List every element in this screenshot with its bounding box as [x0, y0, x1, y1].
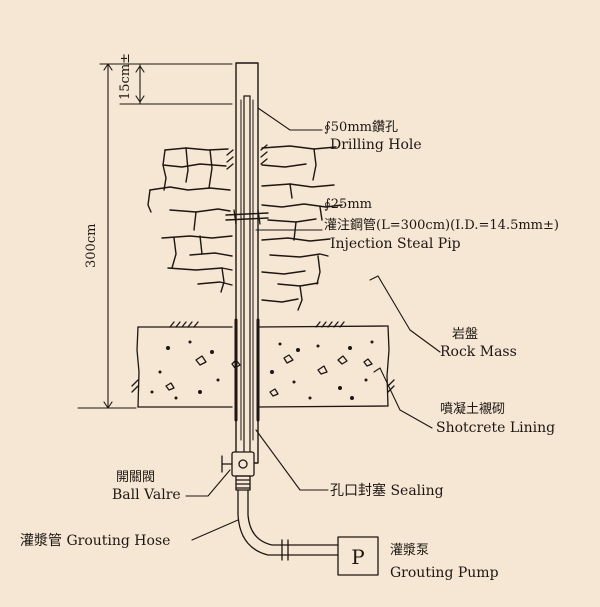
spacing-dimension-label: 15cm±	[118, 52, 133, 100]
drilling-hole	[225, 62, 269, 471]
drilling-hole-label-en: Drilling Hole	[330, 137, 422, 153]
injection-pipe-label-cn: 灌注鋼管(L=300cm)(I.D.=14.5mm±)	[324, 218, 559, 233]
rock-mass	[147, 145, 343, 311]
length-dimension-label: 300cm	[84, 223, 99, 268]
sealing-label: 孔口封塞 Sealing	[330, 483, 444, 499]
ball-valve-label-cn: 開關閥	[116, 470, 156, 485]
shotcrete-label-en: Shotcrete Lining	[436, 420, 556, 436]
leader-lines	[185, 107, 441, 541]
rock-mass-label-cn: 岩盤	[452, 327, 479, 342]
pump-letter: P	[351, 545, 364, 569]
grouting-pump-label-cn: 灌漿泵	[390, 543, 430, 558]
dimension-lines	[77, 63, 233, 409]
pipe-diameter-label: ∮25mm	[324, 197, 372, 212]
grouting-pump-box	[337, 536, 379, 576]
grouting-pump-label-en: Grouting Pump	[390, 565, 499, 581]
ball-valve-label-en: Ball Valre	[112, 487, 181, 503]
grouting-hose	[237, 489, 339, 561]
shotcrete-lining	[131, 321, 395, 408]
drilling-hole-label-cn: ∮50mm鑽孔	[324, 120, 398, 135]
rock-mass-label-en: Rock Mass	[440, 344, 517, 360]
injection-pipe-label-en: Injection Steal Pip	[330, 236, 461, 252]
ball-valve	[221, 451, 255, 491]
grouting-hose-label: 灌漿管 Grouting Hose	[20, 533, 171, 549]
shotcrete-label-cn: 噴凝土襯砌	[440, 402, 506, 417]
sealing	[234, 318, 260, 422]
